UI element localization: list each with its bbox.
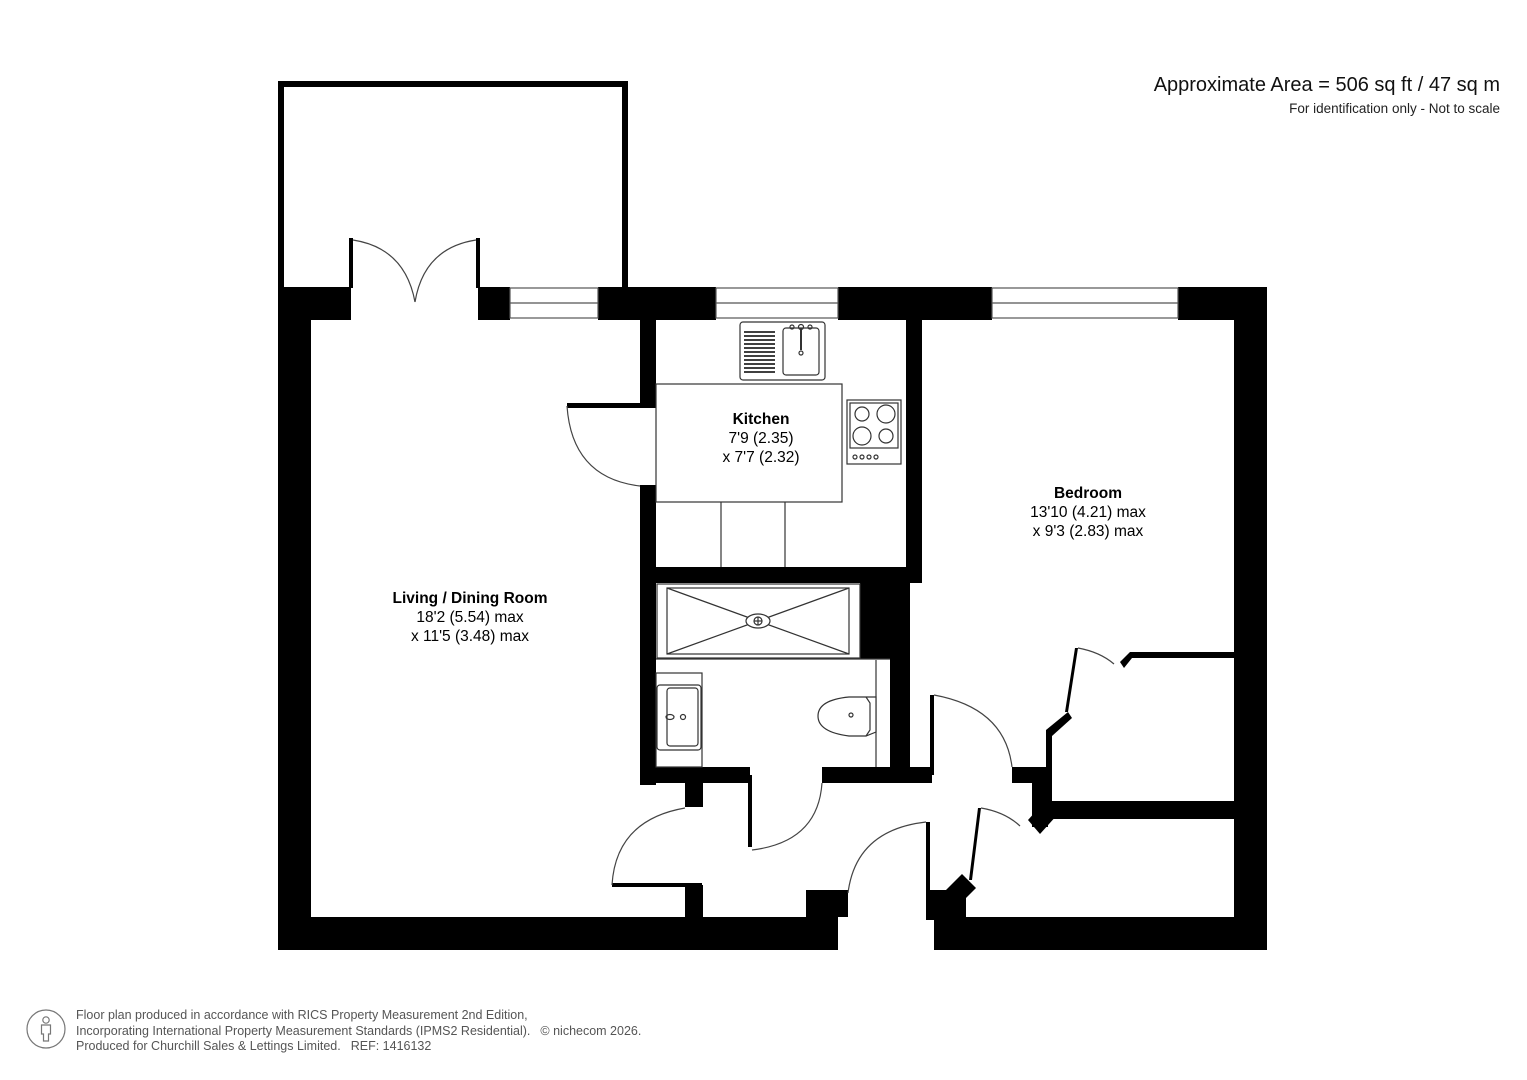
copyright: © nichecom 2026.: [540, 1023, 642, 1038]
footer-line-3: Produced for Churchill Sales & Lettings …: [76, 1039, 641, 1055]
room-label-bedroom: Bedroom 13'10 (4.21) max x 9'3 (2.83) ma…: [1030, 484, 1146, 541]
footer-text: Floor plan produced in accordance with R…: [76, 1008, 641, 1055]
room-name: Living / Dining Room: [392, 590, 548, 607]
walls: [278, 287, 1267, 950]
area-header: Approximate Area = 506 sq ft / 47 sq m F…: [1154, 72, 1500, 118]
room-dimension: x 7'7 (2.32): [722, 449, 800, 466]
room-dimension: x 11'5 (3.48) max: [410, 628, 530, 645]
shower-tray-icon: [656, 583, 861, 659]
sink-icon: [739, 321, 826, 381]
room-dimension: x 9'3 (2.83) max: [1032, 523, 1144, 540]
room-label-living-dining: Living / Dining Room 18'2 (5.54) max x 1…: [393, 589, 548, 646]
doors: [349, 238, 1115, 894]
balcony: [278, 81, 628, 288]
room-name: Kitchen: [732, 411, 790, 428]
toilet-icon: [817, 696, 877, 737]
room-dimension: 18'2 (5.54) max: [416, 609, 524, 626]
ipms-statement: Incorporating International Property Mea…: [76, 1023, 531, 1038]
room-dimension: 13'10 (4.21) max: [1030, 504, 1146, 521]
reference-number: REF: 1416132: [350, 1039, 432, 1053]
wash-basin-icon: [655, 672, 703, 768]
room-dimension: 7'9 (2.35): [728, 430, 794, 447]
scale-disclaimer: For identification only - Not to scale: [1289, 101, 1500, 116]
produced-for: Produced for Churchill Sales & Lettings …: [76, 1039, 341, 1053]
bathroom-fixtures: [655, 583, 890, 768]
footer-line-2: Incorporating International Property Mea…: [76, 1024, 641, 1040]
person-icon: [26, 1009, 66, 1049]
room-label-kitchen: Kitchen 7'9 (2.35) x 7'7 (2.32): [722, 410, 799, 467]
footer-line-1: Floor plan produced in accordance with R…: [76, 1008, 528, 1022]
kitchen-fixtures: [655, 321, 902, 567]
room-name: Bedroom: [1053, 485, 1123, 502]
footer: Floor plan produced in accordance with R…: [26, 1008, 641, 1055]
hob-icon: [846, 399, 902, 465]
windows: [509, 287, 1179, 319]
approximate-area: Approximate Area = 506 sq ft / 47 sq m: [1153, 74, 1500, 96]
